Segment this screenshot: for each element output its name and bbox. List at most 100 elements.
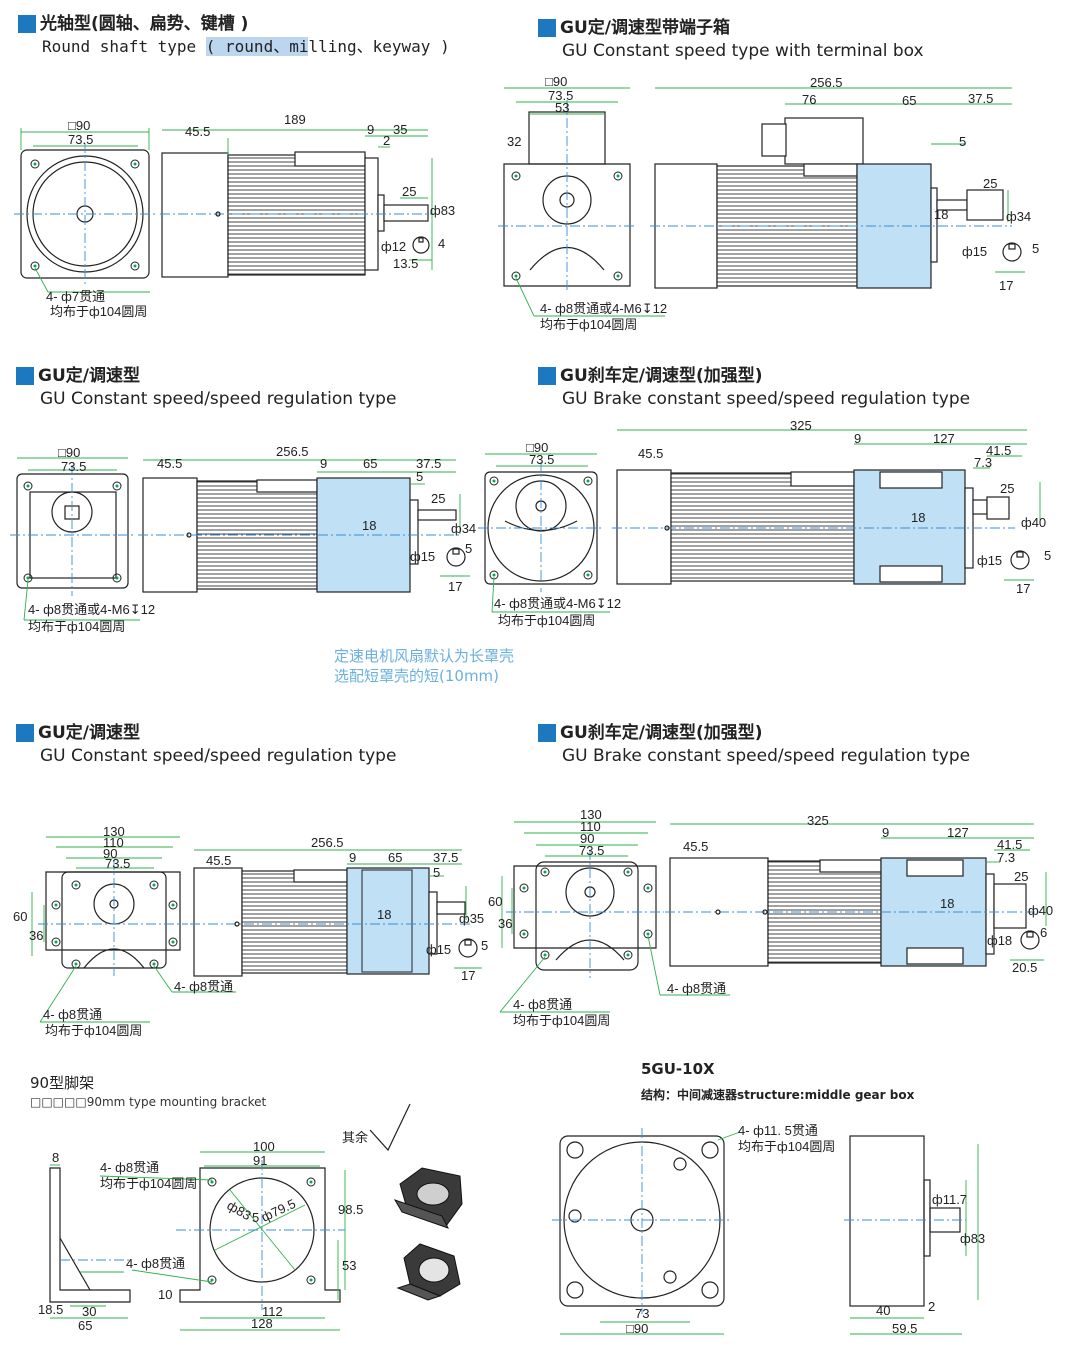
dim-2565: 256.5	[276, 444, 309, 459]
dim-phi15: ф15	[426, 942, 451, 957]
dim-455: 45.5	[206, 853, 231, 868]
dim-17: 17	[999, 278, 1013, 293]
dim-sq90: □90	[58, 445, 80, 460]
front-view	[31, 836, 236, 1023]
dim-phi83: ф83	[225, 1198, 254, 1224]
dim-985: 98.5	[338, 1202, 363, 1217]
side-view	[650, 87, 1025, 289]
note-line-2: 选配短罩壳的短(10mm)	[334, 667, 500, 685]
bracket-side-view	[49, 1164, 132, 1319]
hole-pcd: 均布于ф104圆周	[498, 613, 595, 628]
dim-735: 73.5	[579, 843, 604, 858]
dim-73: 73	[635, 1306, 649, 1321]
hole-pcd: 均布于ф104圆周	[540, 317, 637, 332]
section-marker-icon	[538, 724, 556, 742]
dim-205: 20.5	[1012, 960, 1037, 975]
dim-9: 9	[367, 122, 374, 137]
section-subtitle: GU Constant speed/speed regulation type	[40, 389, 397, 409]
dim-735: 73.5	[529, 452, 554, 467]
section-title: 光轴型(圆轴、扁势、键槽 )	[40, 14, 249, 34]
dim-4: 4	[438, 236, 445, 251]
gearbox-title: 5GU-10X	[641, 1060, 715, 1078]
hole-pcd: 均布于ф104圆周	[738, 1139, 835, 1154]
side-view	[612, 429, 1041, 585]
dim-10: 10	[158, 1287, 172, 1302]
dim-455: 45.5	[157, 456, 182, 471]
dims-1: □90 73.5 189 45.5 9 35 2 25 ф83 ф12 4 13…	[46, 112, 455, 319]
section-title: GU定/调速型带端子箱	[560, 18, 730, 38]
section-constant-speed-2: GU定/调速型 GU Constant speed/speed regulati…	[16, 723, 396, 767]
dim-735: 73.5	[105, 856, 130, 871]
dim-25: 25	[1000, 481, 1014, 496]
dim-112: 112	[262, 1304, 283, 1319]
dim-17: 17	[448, 579, 462, 594]
section-round-shaft: 光轴型(圆轴、扁势、键槽 ) Round shaft type ( round、…	[18, 14, 450, 58]
gearbox-heading: 5GU-10X 结构：中间减速器structure:middle gear bo…	[641, 1060, 914, 1103]
bracket-subtitle: □□□□□90mm type mounting bracket	[30, 1095, 267, 1109]
hole-note: 4- ф8贯通或4-M6↧12	[28, 602, 155, 617]
dim-25: 25	[402, 184, 416, 199]
front-view	[14, 128, 156, 293]
dim-415: 41.5	[986, 443, 1011, 458]
hole-note: 4- ф8贯通或4-M6↧12	[494, 596, 621, 611]
dim-2565: 256.5	[311, 835, 344, 850]
dim-110: 110	[580, 819, 601, 834]
hole-note-2: 4- ф8贯通	[126, 1256, 185, 1271]
dims-4: □90 73.5 325 45.5 9 127 41.5 7.3 25 18 ф…	[494, 418, 1051, 628]
dim-35: 35	[393, 122, 407, 137]
dim-phi83: ф83	[960, 1231, 985, 1246]
dim-18: 18	[911, 510, 925, 525]
dim-5: 5	[416, 469, 423, 484]
dim-17: 17	[1016, 581, 1030, 596]
finish-note: 其余	[342, 1130, 368, 1145]
dim-90: 90	[580, 831, 594, 846]
section-terminal-box: GU定/调速型带端子箱 GU Constant speed type with …	[538, 18, 924, 62]
drawing-brake-2	[499, 821, 1047, 1013]
dim-455: 45.5	[638, 446, 663, 461]
dim-phi12: ф12	[381, 239, 406, 254]
dim-sq90: □90	[68, 118, 90, 133]
dim-455: 45.5	[185, 124, 210, 139]
gearbox-subtitle: 结构：中间减速器structure:middle gear box	[641, 1088, 915, 1102]
section-marker-icon	[538, 19, 556, 37]
hole-note: 4- ф8贯通	[100, 1160, 159, 1175]
dim-595: 59.5	[892, 1321, 917, 1336]
drawing-bracket	[49, 1103, 463, 1331]
dim-18: 18	[362, 518, 376, 533]
hole-note: 4- ф8贯通	[43, 1007, 102, 1022]
dims-5: 130 110 90 73.5 60 36 256.5 45.5 9 65 37…	[13, 824, 488, 1038]
section-constant-speed-1: GU定/调速型 GU Constant speed/speed regulati…	[16, 366, 396, 410]
section-subtitle: GU Brake constant speed/speed regulation…	[562, 746, 971, 766]
dim-2: 2	[928, 1299, 935, 1314]
dim-415: 41.5	[997, 837, 1022, 852]
side-view	[190, 849, 482, 977]
hole-note: 4- ф11. 5贯通	[738, 1123, 818, 1138]
dim-5b: 5	[481, 938, 488, 953]
note-line-1: 定速电机风扇默认为长罩壳	[334, 647, 515, 665]
drawing-constant-speed-2	[31, 836, 482, 1023]
dim-53: 53	[555, 100, 569, 115]
dim-sq90: □90	[626, 1321, 648, 1336]
dim-60: 60	[13, 909, 27, 924]
dim-25: 25	[431, 491, 445, 506]
dim-127: 127	[933, 431, 955, 446]
drawing-brake-1	[478, 429, 1041, 613]
section-subtitle: Round shaft type	[42, 37, 206, 56]
bracket-heading: 90型脚架 □□□□□90mm type mounting bracket	[30, 1072, 266, 1109]
section-subtitle-tail: lling、keyway )	[308, 37, 450, 56]
dim-735: 73.5	[548, 88, 573, 103]
dim-325: 325	[807, 813, 829, 828]
section-marker-icon	[18, 15, 36, 33]
dim-5: 5	[1044, 548, 1051, 563]
hole-note: 4- ф8贯通	[513, 997, 572, 1012]
fan-cover-note: 定速电机风扇默认为长罩壳 选配短罩壳的短(10mm)	[334, 646, 514, 686]
dim-phi117: ф11.7	[932, 1192, 967, 1207]
dim-9: 9	[320, 456, 327, 471]
hole-note-2: 4- ф8贯通	[667, 981, 726, 996]
front-view	[10, 457, 140, 621]
side-view	[160, 129, 434, 278]
dim-phi18: ф18	[987, 933, 1012, 948]
dim-phi15: ф15	[962, 244, 987, 259]
dim-60: 60	[488, 894, 502, 909]
dim-phi15: ф15	[410, 549, 435, 564]
